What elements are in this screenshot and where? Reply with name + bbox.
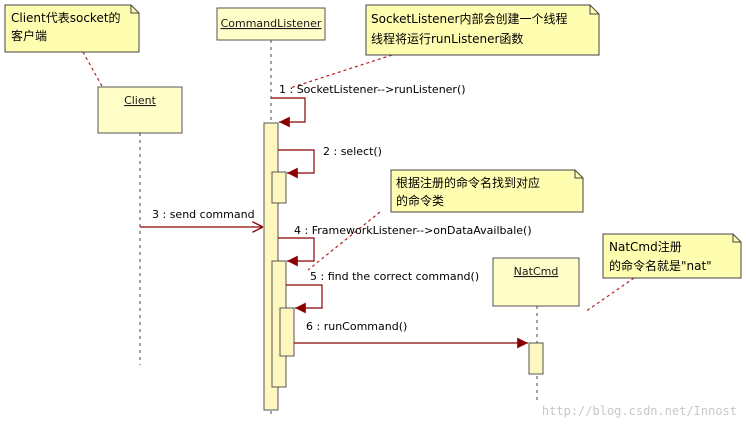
message-3: 3 : send command xyxy=(140,208,263,227)
socketlistener-note-line-2: 线程将运行runListener函数 xyxy=(371,31,523,46)
socketlistener-note: SocketListener内部会创建一个线程 线程将运行runListener… xyxy=(365,4,600,56)
natcmd-note-connector xyxy=(584,277,635,313)
natcmd-note-line-1: NatCmd注册 xyxy=(609,239,682,254)
client-note-line-1: Client代表socket的 xyxy=(11,10,121,25)
commandlistener-object-label: CommandListener xyxy=(221,17,322,30)
client-object: Client xyxy=(97,86,183,134)
command-note: 根据注册的命令名找到对应 的命令类 xyxy=(390,169,584,213)
message-5-label: 5 : find the correct command() xyxy=(310,270,479,283)
natcmd-object: NatCmd xyxy=(492,257,580,307)
message-4-label: 4 : FrameworkListener-->onDataAvailbale(… xyxy=(294,224,532,237)
message-5: 5 : find the correct command() xyxy=(286,270,479,314)
activation-select xyxy=(271,171,287,204)
command-note-line-1: 根据注册的命令名找到对应 xyxy=(396,175,540,190)
message-3-label: 3 : send command xyxy=(152,208,255,221)
socketlistener-note-line-1: SocketListener内部会创建一个线程 xyxy=(371,11,567,26)
command-note-line-2: 的命令类 xyxy=(396,193,444,208)
client-note-connector xyxy=(82,51,104,89)
commandlistener-object: CommandListener xyxy=(216,7,326,41)
natcmd-note-line-2: 的命令名就是"nat" xyxy=(609,258,712,273)
client-object-label: Client xyxy=(124,94,157,107)
message-2: 2 : select() xyxy=(278,145,382,179)
message-6-label: 6 : runCommand() xyxy=(306,320,407,333)
message-1-label: 1 : SocketListener-->runListener() xyxy=(279,83,466,96)
watermark-text: http://blog.csdn.net/Innost xyxy=(542,404,737,418)
message-2-label: 2 : select() xyxy=(323,145,382,158)
message-1: 1 : SocketListener-->runListener() xyxy=(271,83,466,128)
natcmd-object-label: NatCmd xyxy=(514,265,559,278)
message-4: 4 : FrameworkListener-->onDataAvailbale(… xyxy=(278,224,532,267)
activation-natcmd xyxy=(528,342,544,375)
client-note: Client代表socket的 客户端 xyxy=(4,4,140,53)
command-note-connector xyxy=(307,211,381,271)
message-6: 6 : runCommand() xyxy=(294,320,528,349)
client-note-line-2: 客户端 xyxy=(11,28,47,43)
natcmd-note: NatCmd注册 的命令名就是"nat" xyxy=(602,233,742,279)
activation-find-command xyxy=(279,307,295,357)
